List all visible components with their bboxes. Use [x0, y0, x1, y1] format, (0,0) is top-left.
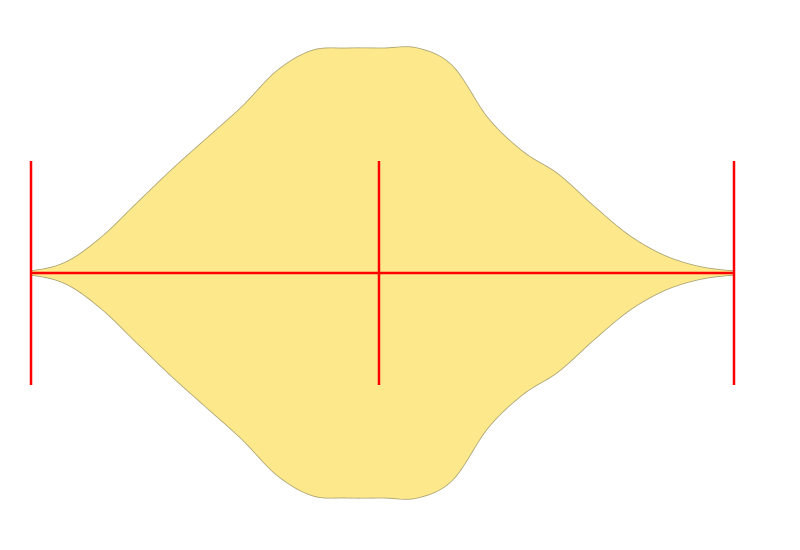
plot-area	[29, 46, 736, 500]
